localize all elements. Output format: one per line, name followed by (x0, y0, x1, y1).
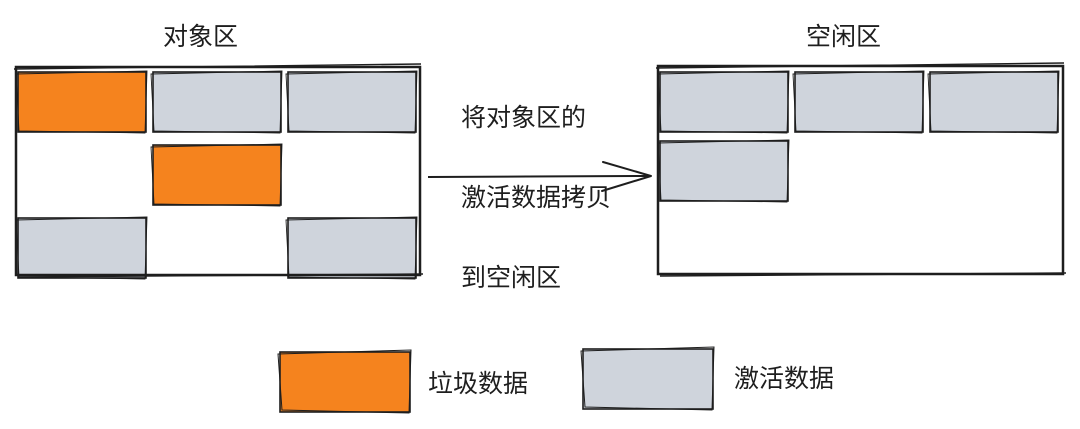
free-region (655, 62, 1067, 277)
object-region (13, 63, 424, 280)
legend-garbage-swatch-sketch (277, 349, 412, 414)
legend-garbage-swatch (279, 351, 411, 413)
object-region-frame-sketch (13, 63, 424, 278)
free-region-active-cell-r0c0 (659, 71, 789, 133)
object-region-active-cell-r2c0 (17, 217, 147, 279)
arrow-caption-line-3: 到空闲区 (461, 263, 562, 292)
arrow-caption-line-2: 激活数据拷贝 (461, 183, 612, 212)
free-region-active-cell-sketch-r0c2 (927, 70, 1060, 134)
free-region-active-cell-sketch-r0c1 (792, 70, 925, 134)
free-region-active-cell-r0c1 (794, 71, 924, 133)
object-region-garbage-cell-sketch-r1c1 (150, 143, 283, 207)
object-region-active-cell-sketch-r0c1 (150, 70, 283, 134)
free-region-active-cell-sketch-r1c0 (657, 139, 790, 203)
free-region-frame-sketch (655, 62, 1067, 277)
free-region-active-cell-sketch-r0c0 (657, 70, 790, 134)
free-region-title: 空闲区 (806, 22, 882, 51)
copy-arrow-shaft (427, 175, 651, 178)
object-region-garbage-cell-r1c1 (152, 144, 282, 206)
object-region-active-cell-r2c2 (287, 217, 417, 279)
legend (277, 346, 715, 414)
arrow-caption: 将对象区的 激活数据拷贝 到空闲区 (461, 58, 611, 338)
legend-garbage-label: 垃圾数据 (428, 369, 529, 398)
arrow-caption-line-1: 将对象区的 (461, 103, 587, 132)
legend-active-swatch (582, 348, 714, 410)
free-region-active-cell-r1c0 (659, 140, 789, 202)
copy-arrow (427, 161, 652, 192)
object-region-title: 对象区 (163, 22, 239, 51)
object-region-active-cell-sketch-r0c2 (285, 70, 418, 134)
object-region-active-cell-r0c1 (152, 71, 282, 133)
legend-active-swatch-sketch (580, 346, 715, 411)
object-region-active-cell-sketch-r2c0 (15, 216, 148, 280)
object-region-active-cell-sketch-r2c2 (285, 216, 418, 280)
free-region-active-cell-r0c2 (929, 71, 1059, 133)
copy-arrow-head (601, 161, 652, 192)
object-region-garbage-cell-sketch-r0c0 (15, 70, 148, 134)
legend-active-label: 激活数据 (734, 364, 835, 393)
object-region-active-cell-r0c2 (287, 71, 417, 133)
object-region-garbage-cell-r0c0 (17, 71, 147, 133)
